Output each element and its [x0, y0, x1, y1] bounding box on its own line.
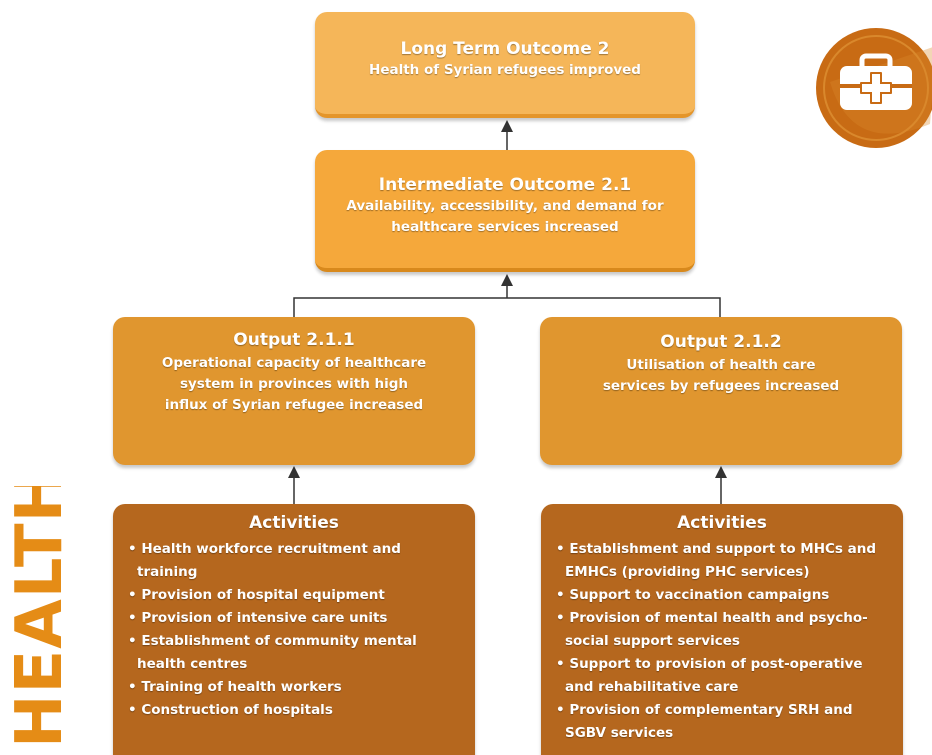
intermediate-outcome-box: Intermediate Outcome 2.1 Availability, a…	[315, 150, 695, 272]
side-label: HEALTH	[3, 486, 72, 748]
activities-list: Health workforce recruitment and trainin…	[113, 538, 475, 722]
activity-item: Training of health workers	[128, 676, 461, 699]
intermediate-outcome-body-line: Availability, accessibility, and demand …	[346, 198, 664, 214]
activities-box: Activities Health workforce recruitment …	[113, 504, 475, 755]
activity-item: Construction of hospitals	[128, 699, 461, 722]
activity-item: Establishment of community mental health…	[128, 630, 461, 676]
output-title: Output 2.1.1	[233, 330, 355, 350]
activity-item: Establishment and support to MHCs and EM…	[556, 538, 889, 584]
intermediate-outcome-body-line: healthcare services increased	[391, 219, 619, 235]
output-title: Output 2.1.2	[660, 332, 782, 352]
output-body-line: services by refugees increased	[602, 378, 840, 394]
side-label-text: HEALTH	[3, 486, 72, 748]
activity-item: Provision of complementary SRH and SGBV …	[556, 699, 889, 745]
activity-item: Provision of mental health and psycho-so…	[556, 607, 889, 653]
output-box: Output 2.1.2 Utilisation of health care …	[540, 317, 902, 465]
activity-item: Support to vaccination campaigns	[556, 584, 889, 607]
long-term-outcome-body: Health of Syrian refugees improved	[369, 62, 641, 78]
activities-box: Activities Establishment and support to …	[541, 504, 903, 755]
activity-item: Support to provision of post-operative a…	[556, 653, 889, 699]
activity-item: Provision of hospital equipment	[128, 584, 461, 607]
long-term-outcome-title: Long Term Outcome 2	[400, 39, 610, 59]
long-term-outcome-box: Long Term Outcome 2 Health of Syrian ref…	[315, 12, 695, 118]
output-body-line: system in provinces with high	[179, 376, 409, 392]
activities-title: Activities	[249, 513, 339, 533]
activity-item: Provision of intensive care units	[128, 607, 461, 630]
output-body-line: Operational capacity of healthcare	[161, 355, 427, 371]
activities-title: Activities	[677, 513, 767, 533]
branch-outputs	[293, 297, 721, 317]
medical-kit-icon	[816, 28, 932, 148]
activities-list: Establishment and support to MHCs and EM…	[541, 538, 903, 745]
output-box: Output 2.1.1 Operational capacity of hea…	[113, 317, 475, 465]
activity-item: Health workforce recruitment and trainin…	[128, 538, 461, 584]
intermediate-outcome-title: Intermediate Outcome 2.1	[378, 175, 632, 195]
output-body-line: influx of Syrian refugee increased	[164, 397, 424, 413]
output-body-line: Utilisation of health care	[626, 357, 816, 373]
